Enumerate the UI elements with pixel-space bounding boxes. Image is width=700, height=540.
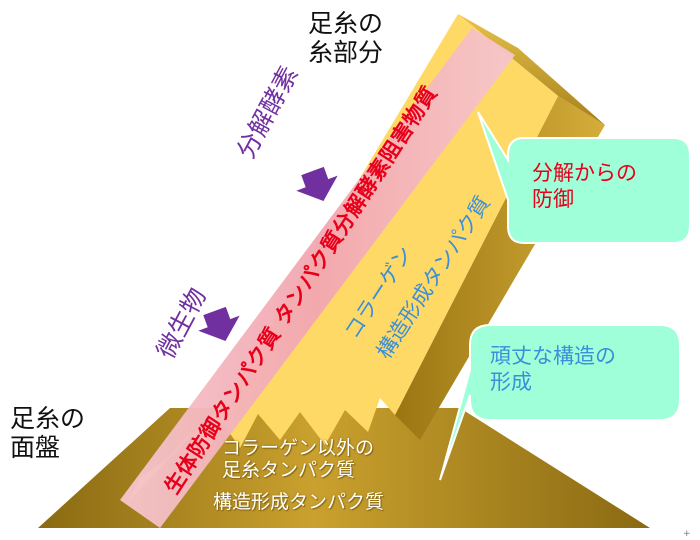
microbe-arrow-icon: [198, 306, 240, 342]
disc-line-1: 足糸の: [10, 404, 86, 433]
disc-label: 足糸の 面盤: [10, 404, 86, 463]
noncollagen-line-1: コラーゲン以外の: [222, 437, 375, 459]
disc-line-2: 面盤: [10, 432, 61, 462]
callout-structure-bubble: [439, 324, 681, 481]
callout-structure-text: 頑丈な構造の 形成: [490, 344, 616, 395]
enzyme-arrow-icon: [296, 166, 338, 202]
struct-protein-label: 構造形成タンパク質: [213, 491, 385, 513]
thread-top-cap: [458, 14, 605, 125]
thread-part-label: 足糸の 糸部分: [308, 9, 384, 68]
callout-defense-text: 分解からの 防御: [532, 161, 637, 212]
defense-band: [120, 28, 515, 528]
thread-part-line-1: 足糸の: [308, 9, 384, 38]
callout-defense-bubble: [477, 111, 691, 244]
noncollagen-line-2: 足糸タンパク質: [222, 458, 356, 481]
thread-part-line-2: 糸部分: [308, 37, 384, 67]
corner-mark: +: [683, 529, 691, 539]
noncollagen-label: コラーゲン以外の 足糸タンパク質: [222, 437, 375, 482]
